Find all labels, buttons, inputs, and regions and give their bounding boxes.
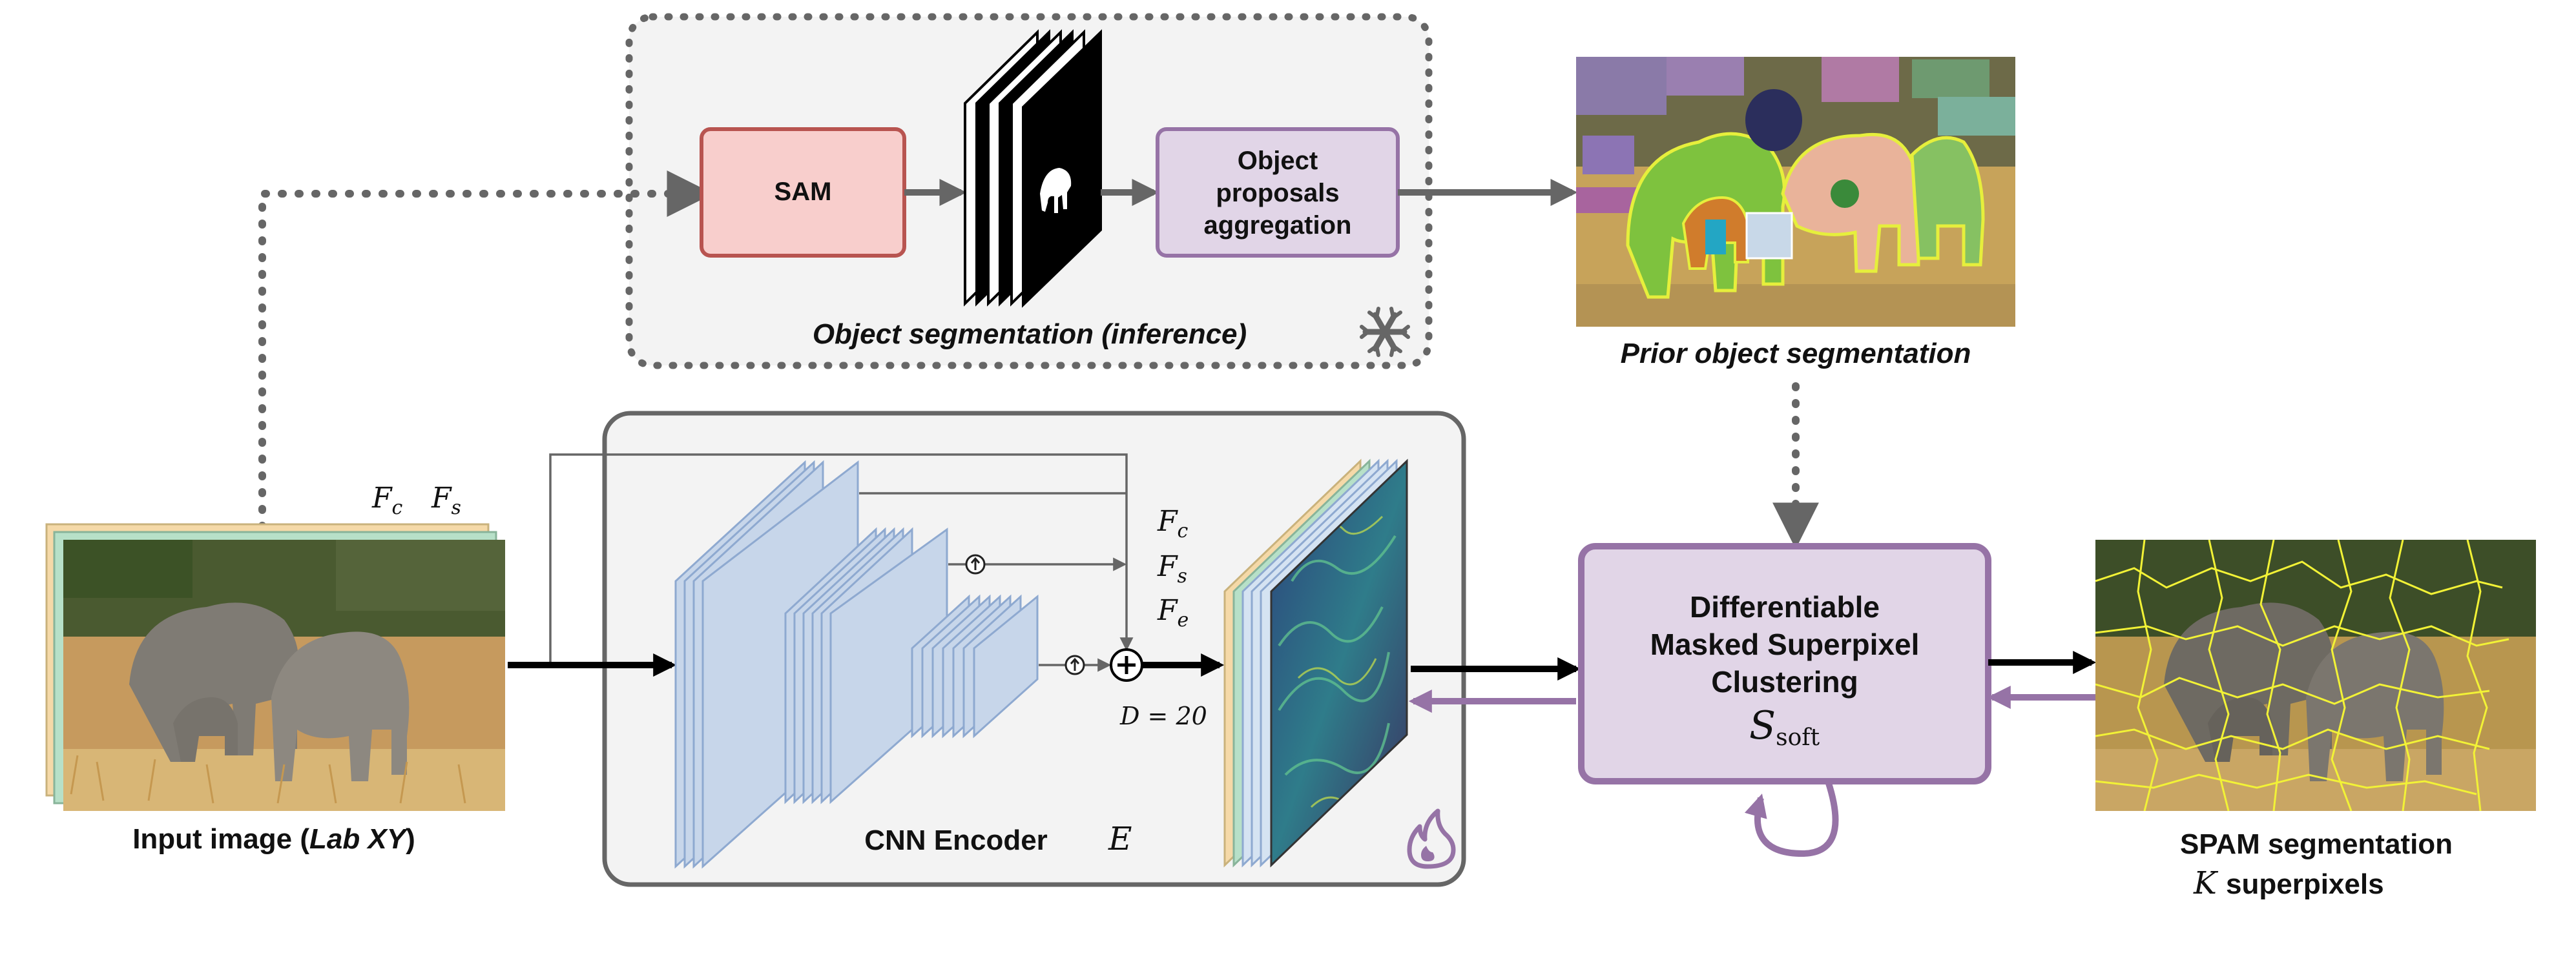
input-image-stack [45, 523, 505, 811]
aggregation-label-line1: Object [1238, 147, 1318, 175]
encoder-layers-stage2 [784, 527, 948, 804]
flame-icon [1407, 808, 1456, 869]
spam-caption-line1: SPAM segmentation [2180, 828, 2453, 860]
upsample-icon-stage2 [965, 554, 986, 575]
s-soft-symbol: Ssoft [1749, 703, 1820, 751]
prior-segmentation-image [1576, 57, 2015, 327]
encoder-layers-stage3 [911, 594, 1039, 739]
fc-label-encoder: Fc [1157, 505, 1189, 542]
clustering-label-line3: Clustering [1711, 665, 1858, 699]
input-image-caption: Input image (Lab XY) [132, 823, 415, 855]
cnn-encoder-caption: CNN Encoder [864, 825, 1048, 856]
clustering-label-line1: Differentiable [1690, 590, 1880, 624]
fs-label-input: Fs [431, 482, 461, 519]
dimension-label: D = 20 [1119, 702, 1207, 730]
input-to-sam-dotted-arrow [258, 170, 714, 531]
feature-map-stack [1223, 458, 1408, 868]
spam-output-image [2095, 540, 2536, 811]
encoder-symbol: E [1108, 820, 1132, 857]
upsample-icon-stage3 [1065, 655, 1085, 675]
input-bypass-line [549, 453, 1134, 665]
snowflake-icon [1360, 307, 1410, 357]
elephant-mask-shape [1040, 168, 1072, 213]
sam-label: SAM [774, 178, 832, 206]
aggregation-label-line3: aggregation [1204, 211, 1352, 240]
feature-fusion-plus-icon [1110, 648, 1143, 682]
clustering-self-loop [1744, 780, 1839, 857]
prior-segmentation-caption: Prior object segmentation [1621, 338, 1971, 369]
spam-caption-line2: superpixels [2226, 868, 2384, 900]
object-segmentation-caption: Object segmentation (inference) [813, 318, 1247, 350]
aggregation-label-line2: proposals [1216, 179, 1339, 207]
sam-block: SAM [700, 127, 906, 258]
clustering-label-line2: Masked Superpixel [1650, 628, 1920, 661]
k-symbol: K [2193, 865, 2219, 901]
aggregation-block: Object proposals aggregation [1156, 127, 1400, 258]
clustering-block: Differentiable Masked Superpixel Cluster… [1578, 543, 1991, 784]
input-image [63, 540, 505, 811]
fs-label-encoder: Fs [1157, 550, 1187, 588]
mask-stack [964, 29, 1102, 308]
fc-label-input: Fc [371, 482, 403, 519]
fe-label-encoder: Fe [1157, 594, 1189, 631]
